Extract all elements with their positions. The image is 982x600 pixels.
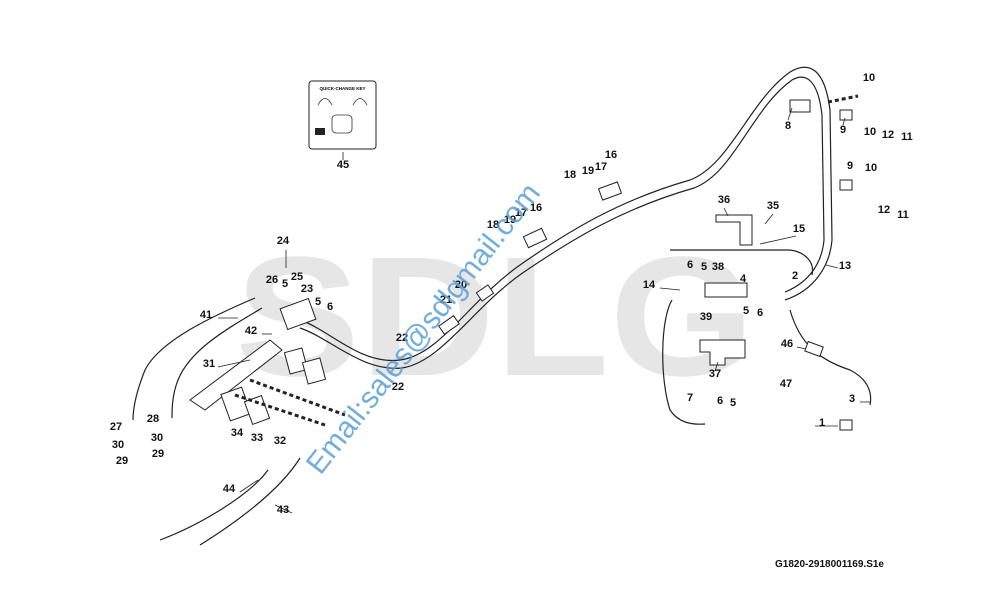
callout-c32: 32	[274, 435, 286, 447]
callout-c29a: 29	[116, 455, 128, 467]
callout-c42: 42	[245, 325, 257, 337]
callout-c21: 21	[440, 294, 452, 306]
callout-c8: 8	[785, 120, 791, 132]
callout-c11b: 11	[897, 209, 909, 221]
callout-c18a: 18	[564, 169, 576, 181]
callout-c14: 14	[643, 279, 656, 291]
callout-c29b: 29	[152, 448, 164, 460]
callout-c45: 45	[337, 159, 349, 171]
dashed-routing	[234, 94, 859, 427]
callout-c10a: 10	[863, 72, 875, 84]
main-hose-route	[132, 66, 872, 546]
callout-c30b: 30	[151, 432, 163, 444]
callout-c47: 47	[780, 378, 792, 390]
callout-c1: 1	[819, 417, 825, 429]
callout-c31: 31	[203, 358, 215, 370]
callout-c2: 2	[792, 270, 798, 282]
callout-c26: 26	[266, 274, 278, 286]
callout-c6a: 6	[687, 259, 693, 271]
callout-c3: 3	[849, 393, 855, 405]
callout-c17b: 17	[515, 207, 527, 219]
callout-c37: 37	[709, 368, 721, 380]
callout-c30a: 30	[112, 439, 124, 451]
callout-c10b: 10	[864, 126, 876, 138]
callout-c22a: 22	[396, 332, 408, 344]
callout-c23: 23	[301, 283, 313, 295]
callout-c13: 13	[839, 260, 851, 272]
callout-c6b: 6	[757, 307, 763, 319]
callout-c10c: 10	[865, 162, 877, 174]
callout-c28: 28	[147, 413, 159, 425]
callout-c9b: 9	[847, 160, 853, 172]
callout-c41: 41	[200, 309, 212, 321]
leader-lines	[217, 107, 870, 514]
fittings-and-brackets	[189, 99, 853, 431]
callout-c34: 34	[231, 427, 244, 439]
callout-c24: 24	[277, 235, 290, 247]
callout-c5b: 5	[743, 305, 749, 317]
drawing-code: G1820-2918001169.S1e	[775, 559, 884, 570]
quick-change-key-label: QUICK-CHANGE KEY	[308, 80, 377, 150]
callout-c19b: 19	[504, 214, 516, 226]
callout-c16b: 16	[530, 202, 542, 214]
callout-c25: 25	[291, 271, 303, 283]
callout-c6c: 6	[717, 395, 723, 407]
callout-c18b: 18	[487, 219, 499, 231]
callout-c5d: 5	[282, 278, 288, 290]
callout-c33: 33	[251, 432, 263, 444]
callout-c16a: 16	[605, 149, 617, 161]
callout-c36: 36	[718, 194, 730, 206]
callout-c38: 38	[712, 261, 724, 273]
callout-c4: 4	[740, 273, 747, 285]
callout-c12a: 12	[882, 129, 894, 141]
callout-c19a: 19	[582, 165, 594, 177]
callout-c12b: 12	[878, 204, 890, 216]
callout-c20: 20	[455, 279, 467, 291]
callout-c35: 35	[767, 200, 779, 212]
callout-c43: 43	[277, 504, 289, 516]
callout-c9a: 9	[840, 124, 846, 136]
callout-c27: 27	[110, 421, 122, 433]
callout-c39: 39	[700, 311, 712, 323]
callout-c5e: 5	[315, 296, 321, 308]
callout-c44: 44	[223, 483, 236, 495]
callout-c5c: 5	[730, 397, 736, 409]
callout-c46: 46	[781, 338, 793, 350]
callout-c22b: 22	[392, 381, 404, 393]
callout-c11a: 11	[901, 131, 913, 143]
key-label-title: QUICK-CHANGE KEY	[319, 86, 365, 91]
callout-c15: 15	[793, 223, 805, 235]
callout-c7: 7	[687, 392, 693, 404]
callout-c17a: 17	[595, 161, 607, 173]
callout-c6d: 6	[327, 301, 333, 313]
callout-c5a: 5	[701, 261, 707, 273]
